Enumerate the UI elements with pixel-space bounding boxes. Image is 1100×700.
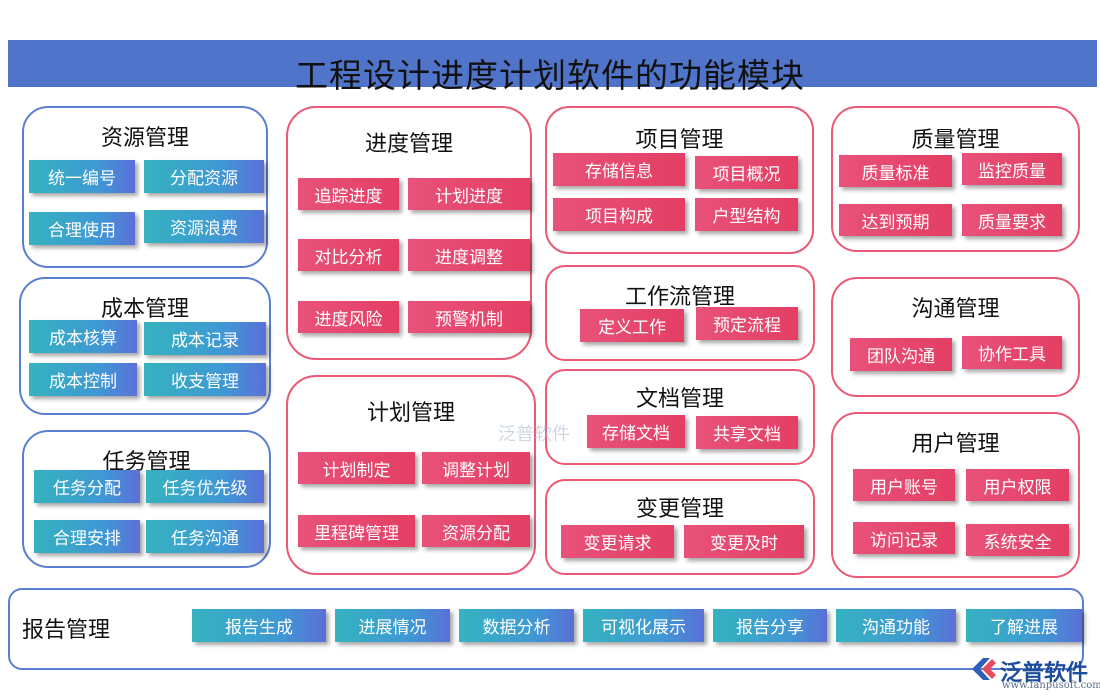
module-button[interactable]: 达到预期 bbox=[839, 204, 952, 236]
module-button[interactable]: 进展情况 bbox=[335, 609, 450, 642]
fanpu-logo-icon bbox=[972, 658, 996, 680]
module-button[interactable]: 系统安全 bbox=[966, 524, 1069, 556]
panel-title: 成本管理 bbox=[100, 297, 189, 322]
module-button[interactable]: 统一编号 bbox=[29, 160, 135, 193]
module-button[interactable]: 进度风险 bbox=[298, 301, 399, 333]
module-button[interactable]: 成本控制 bbox=[29, 363, 137, 396]
panel-title: 项目管理 bbox=[635, 128, 724, 153]
module-button[interactable]: 沟通功能 bbox=[836, 609, 956, 642]
module-button[interactable]: 报告分享 bbox=[713, 609, 827, 642]
module-button[interactable]: 对比分析 bbox=[298, 239, 399, 271]
module-button[interactable]: 户型结构 bbox=[695, 198, 798, 231]
module-button[interactable]: 可视化展示 bbox=[583, 609, 704, 642]
module-button[interactable]: 调整计划 bbox=[422, 452, 530, 484]
module-button[interactable]: 合理安排 bbox=[34, 520, 140, 553]
module-button[interactable]: 变更及时 bbox=[684, 525, 804, 558]
panel-title: 计划管理 bbox=[366, 401, 455, 426]
module-button[interactable]: 数据分析 bbox=[459, 609, 574, 642]
module-button[interactable]: 团队沟通 bbox=[850, 338, 952, 371]
panel-title: 报告管理 bbox=[22, 618, 111, 643]
module-button[interactable]: 了解进展 bbox=[966, 609, 1082, 642]
module-button[interactable]: 任务优先级 bbox=[146, 470, 264, 503]
module-button[interactable]: 追踪进度 bbox=[298, 178, 399, 210]
logo-name: 泛普软件 bbox=[1000, 660, 1089, 686]
panel-title: 进度管理 bbox=[364, 132, 453, 157]
module-button[interactable]: 质量标准 bbox=[839, 155, 952, 187]
module-button[interactable]: 任务分配 bbox=[34, 470, 140, 503]
panel-title: 工作流管理 bbox=[624, 285, 735, 310]
panel-title: 质量管理 bbox=[911, 128, 1000, 153]
module-button[interactable]: 存储信息 bbox=[553, 153, 685, 186]
module-button[interactable]: 质量要求 bbox=[962, 204, 1062, 236]
module-button[interactable]: 变更请求 bbox=[561, 525, 674, 558]
panel-title: 变更管理 bbox=[635, 497, 724, 522]
module-button[interactable]: 预警机制 bbox=[408, 301, 530, 333]
module-button[interactable]: 访问记录 bbox=[853, 522, 955, 554]
module-button[interactable]: 里程碑管理 bbox=[298, 515, 415, 547]
module-button[interactable]: 合理使用 bbox=[29, 212, 135, 245]
module-button[interactable]: 预定流程 bbox=[696, 307, 798, 340]
module-button[interactable]: 分配资源 bbox=[144, 160, 264, 193]
panel-title: 用户管理 bbox=[911, 432, 1000, 457]
module-button[interactable]: 计划制定 bbox=[298, 452, 415, 484]
module-button[interactable]: 报告生成 bbox=[192, 609, 326, 642]
module-button[interactable]: 成本记录 bbox=[144, 322, 266, 355]
module-button[interactable]: 计划进度 bbox=[408, 178, 530, 210]
module-button[interactable]: 任务沟通 bbox=[146, 520, 264, 553]
watermark: 泛普软件 bbox=[498, 424, 570, 445]
module-button[interactable]: 存储文档 bbox=[587, 415, 685, 448]
module-button[interactable]: 共享文档 bbox=[696, 416, 798, 449]
panel-title: 资源管理 bbox=[100, 126, 189, 151]
module-button[interactable]: 收支管理 bbox=[144, 363, 266, 396]
module-button[interactable]: 用户权限 bbox=[966, 469, 1069, 501]
module-button[interactable]: 项目构成 bbox=[553, 198, 685, 231]
module-button[interactable]: 监控质量 bbox=[962, 153, 1062, 185]
page-title: 工程设计进度计划软件的功能模块 bbox=[295, 56, 805, 95]
module-button[interactable]: 定义工作 bbox=[580, 309, 684, 342]
module-button[interactable]: 资源浪费 bbox=[144, 210, 264, 243]
module-button[interactable]: 项目概况 bbox=[695, 156, 798, 189]
module-button[interactable]: 成本核算 bbox=[29, 320, 137, 353]
panel-title: 沟通管理 bbox=[911, 297, 1000, 322]
logo-url: www.fanpusoft.com bbox=[1002, 680, 1100, 691]
title-bar bbox=[8, 40, 1097, 87]
module-button[interactable]: 协作工具 bbox=[962, 336, 1062, 369]
panel-title: 文档管理 bbox=[635, 387, 724, 412]
module-button[interactable]: 资源分配 bbox=[422, 515, 530, 547]
module-button[interactable]: 用户账号 bbox=[853, 469, 955, 501]
module-button[interactable]: 进度调整 bbox=[408, 239, 530, 271]
